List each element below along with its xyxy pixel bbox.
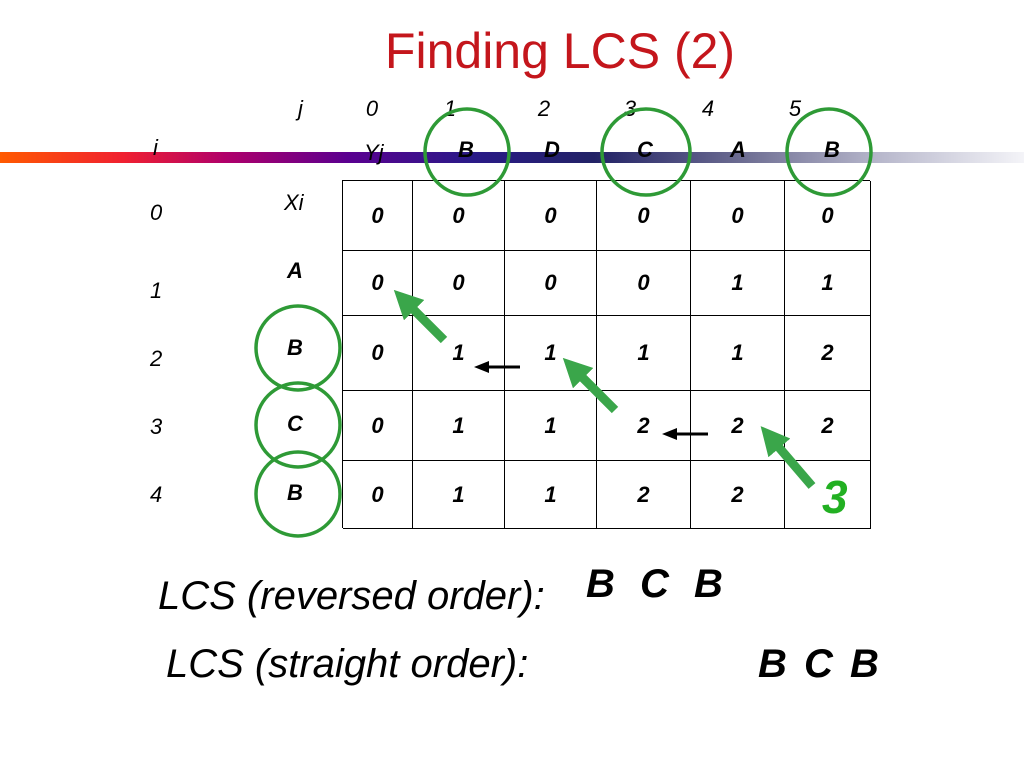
table-cell: 1	[413, 461, 505, 529]
table-cell: 0	[597, 251, 691, 316]
j-index: 1	[443, 96, 457, 121]
j-label: j	[298, 96, 303, 121]
x-letter: B	[287, 480, 303, 505]
lcs-reversed-value: B C B	[586, 562, 723, 606]
lcs-straight-value: B C B	[758, 642, 879, 686]
table-cell-empty	[785, 461, 871, 529]
table-cell: 0	[343, 251, 413, 316]
table-cell: 2	[785, 391, 871, 461]
i-index: 2	[150, 346, 163, 371]
table-cell: 2	[597, 391, 691, 461]
table-cell: 1	[785, 251, 871, 316]
table-cell: 0	[505, 181, 597, 251]
y-letter: B	[458, 137, 474, 162]
table-cell: 0	[343, 316, 413, 391]
i-index: 4	[150, 482, 163, 507]
table-cell: 1	[413, 316, 505, 391]
table-cell: 2	[691, 461, 785, 529]
page-title: Finding LCS (2)	[384, 23, 736, 79]
table-cell: 0	[505, 251, 597, 316]
table-cell: 1	[505, 391, 597, 461]
i-label: i	[153, 135, 158, 160]
table-cell: 0	[597, 181, 691, 251]
table-cell: 0	[413, 181, 505, 251]
table-cell: 1	[413, 391, 505, 461]
lcs-straight-label: LCS (straight order):	[166, 642, 529, 686]
table-cell: 0	[343, 391, 413, 461]
x-letter: C	[287, 411, 303, 436]
table-cell: 1	[691, 251, 785, 316]
i-index: 1	[150, 278, 163, 303]
table-cell: 0	[413, 251, 505, 316]
i-index: 0	[150, 200, 163, 225]
table-cell: 1	[691, 316, 785, 391]
table-cell: 0	[343, 181, 413, 251]
j-index: 2	[537, 96, 551, 121]
table-cell: 0	[343, 461, 413, 529]
table-cell: 1	[505, 461, 597, 529]
table-cell: 2	[597, 461, 691, 529]
y-letter: B	[824, 137, 840, 162]
lcs-length-highlight: 3	[822, 471, 848, 523]
table-cell: 0	[691, 181, 785, 251]
j-index: 4	[701, 96, 715, 121]
xi-label: Xi	[284, 190, 304, 215]
x-letter: B	[287, 335, 303, 360]
y-letter: A	[730, 137, 746, 162]
table-cell: 2	[785, 316, 871, 391]
j-index: 3	[623, 96, 637, 121]
i-index: 3	[150, 414, 163, 439]
table-cell: 1	[505, 316, 597, 391]
yj-label: Yj	[364, 140, 384, 165]
table-cell: 0	[785, 181, 871, 251]
lcs-table: 0 0 0 0 0 0 0 0 0 0 1 1 0 1 1 1 1 2 0 1 …	[342, 180, 871, 529]
table-cell: 1	[597, 316, 691, 391]
j-index: 5	[788, 96, 802, 121]
y-letter: D	[544, 137, 560, 162]
lcs-reversed-label: LCS (reversed order):	[158, 574, 545, 618]
header-gradient-rule	[0, 152, 1024, 163]
y-letter: C	[637, 137, 653, 162]
j-index: 0	[365, 96, 379, 121]
table-cell: 2	[691, 391, 785, 461]
x-letter: A	[287, 258, 303, 283]
